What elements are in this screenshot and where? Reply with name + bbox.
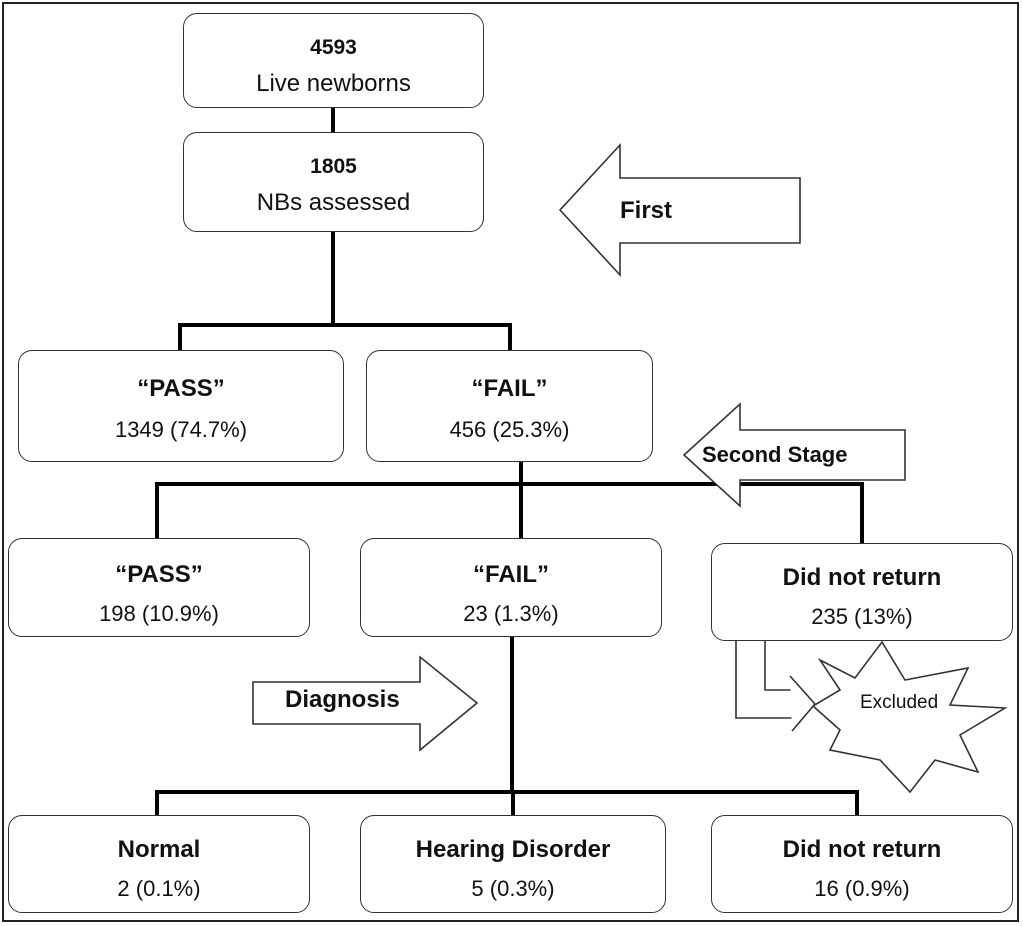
node-nbs-assessed-label: NBs assessed xyxy=(256,189,411,216)
node-live-newborns-count: 4593 xyxy=(310,36,357,59)
excluded-arrow-outer xyxy=(735,641,800,719)
first-arrow-shape xyxy=(558,142,801,278)
excluded-arrow-inner xyxy=(764,641,798,691)
diagnosis-arrow-shape xyxy=(252,655,479,752)
node-nbs-assessed-count: 1805 xyxy=(310,155,357,178)
node-normal: Normal 2 (0.1%) xyxy=(8,815,310,913)
node-pass-second: “PASS” 198 (10.9%) xyxy=(8,538,310,637)
node-pass-first-value: 1349 (74.7%) xyxy=(114,417,248,442)
node-normal-value: 2 (0.1%) xyxy=(117,876,201,901)
node-fail-second: “FAIL” 23 (1.3%) xyxy=(360,538,662,637)
excluded-burst-shape xyxy=(811,640,1008,794)
node-fail-first-value: 456 (25.3%) xyxy=(449,417,570,442)
node-hearing-disorder-title: Hearing Disorder xyxy=(415,836,611,863)
node-live-newborns-label: Live newborns xyxy=(256,70,411,97)
node-pass-second-title: “PASS” xyxy=(115,561,203,588)
node-did-not-return-third-title: Did not return xyxy=(782,836,942,863)
node-live-newborns: 4593 Live newborns xyxy=(183,13,484,108)
second-stage-arrow-label: Second Stage xyxy=(702,442,848,467)
second-stage-arrow-shape xyxy=(682,402,906,508)
node-did-not-return-second-title: Did not return xyxy=(782,564,942,591)
node-fail-first-title: “FAIL” xyxy=(471,375,548,402)
node-did-not-return-second: Did not return 235 (13%) xyxy=(711,543,1013,641)
excluded-arrow-head xyxy=(789,675,817,732)
node-pass-second-value: 198 (10.9%) xyxy=(99,601,219,626)
first-arrow-label: First xyxy=(620,197,673,224)
node-did-not-return-second-value: 235 (13%) xyxy=(811,604,913,629)
diagnosis-arrow-label: Diagnosis xyxy=(285,686,400,713)
node-hearing-disorder-value: 5 (0.3%) xyxy=(471,876,555,901)
node-did-not-return-third-value: 16 (0.9%) xyxy=(814,876,910,901)
node-fail-first: “FAIL” 456 (25.3%) xyxy=(366,350,653,462)
node-fail-second-title: “FAIL” xyxy=(473,561,549,588)
node-pass-first-title: “PASS” xyxy=(137,375,225,402)
node-did-not-return-third: Did not return 16 (0.9%) xyxy=(711,815,1013,913)
node-hearing-disorder: Hearing Disorder 5 (0.3%) xyxy=(360,815,666,913)
excluded-label: Excluded xyxy=(860,692,939,713)
node-pass-first: “PASS” 1349 (74.7%) xyxy=(18,350,344,462)
node-normal-title: Normal xyxy=(117,836,201,863)
node-nbs-assessed: 1805 NBs assessed xyxy=(183,132,484,232)
node-fail-second-value: 23 (1.3%) xyxy=(463,601,559,626)
